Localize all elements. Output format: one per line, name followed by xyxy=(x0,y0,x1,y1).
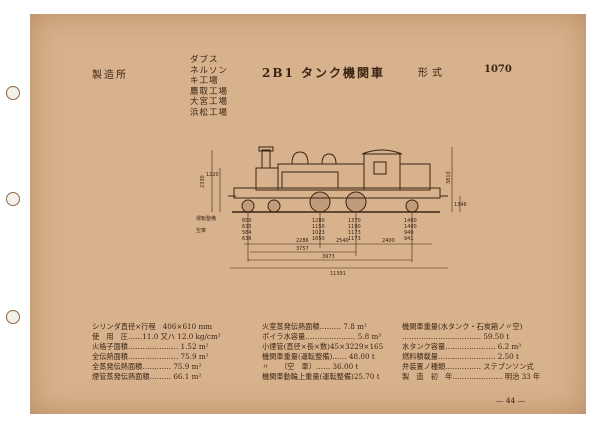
axle-value: 1173 xyxy=(348,230,361,236)
axle-load-label: 運転整備 xyxy=(196,215,216,222)
length-dimension: 11391 xyxy=(330,271,346,277)
axle-value: 1190 xyxy=(348,224,361,230)
spec-line: 〃 （空 車）…… 36.00 t xyxy=(262,362,359,371)
axle-value: 636 xyxy=(242,236,252,242)
axle-value: 1650 xyxy=(312,236,325,242)
spec-line: シリンダ直径×行程 406×610 mm xyxy=(92,322,213,331)
spec-line: 使 用 圧……11.0 又ハ 12.0 kg/cm² xyxy=(92,332,221,341)
catalog-page xyxy=(30,14,586,414)
axle-value: 1370 xyxy=(348,218,361,224)
manufacturer-name: 浜松工場 xyxy=(190,107,229,118)
spec-column-2: 火室蒸発伝熱面積……… 7.8 m² ボイラ水容量………………… 5.8 m³ … xyxy=(262,322,383,382)
length-dimension: 2400 xyxy=(382,238,395,244)
axle-value: 1400 xyxy=(404,218,417,224)
axle-value: 1173 xyxy=(348,236,361,242)
manufacturer-name: ネルソン xyxy=(190,65,229,76)
spec-line: 全伝熱面積………………… 75.9 m² xyxy=(92,352,209,361)
page-title: 2B1 タンク機関車 xyxy=(262,66,386,80)
length-dimension: 3757 xyxy=(296,246,309,252)
axle-value: 940 xyxy=(404,230,414,236)
binder-hole xyxy=(6,192,20,206)
spec-line: 製 造 初 年………………… 明治 33 年 xyxy=(402,372,541,381)
manufacturer-name: キ工場 xyxy=(190,76,219,86)
manufacturer-list: ダブス ネルソン キ工場 鷹取工場 大宮工場 浜松工場 xyxy=(190,55,228,118)
spec-line: 水タンク容量………………… 6.2 m³ xyxy=(402,342,522,351)
spec-line: 機関車重量(運転整備)…… 48.00 t xyxy=(262,352,375,361)
length-dimension: 2286 xyxy=(296,238,309,244)
spec-line: 火格子面積………………… 1.52 m² xyxy=(92,342,209,351)
spec-line: 弁装置ノ種類…………… ステブンソン式 xyxy=(402,362,534,371)
axle-value: 1150 xyxy=(312,224,325,230)
height-dimension: 2330 xyxy=(200,175,206,188)
spec-line: 機関車動輪上重量(運転整備)25.70 t xyxy=(262,372,380,381)
binder-hole xyxy=(6,310,20,324)
form-value: 1070 xyxy=(484,64,512,75)
form-label: 形式 xyxy=(418,68,446,79)
page-number: — 44 — xyxy=(496,396,526,405)
spec-line: 火室蒸発伝熱面積……… 7.8 m² xyxy=(262,322,367,331)
axle-value: 941 xyxy=(404,236,414,242)
spec-line: ボイラ水容量………………… 5.8 m³ xyxy=(262,332,382,341)
axle-value: 635 xyxy=(242,224,252,230)
spec-line: 小煙管(直径×長×数)45×3229×165 xyxy=(262,342,384,351)
axle-value: 1023 xyxy=(312,230,325,236)
spec-line: 煙管蒸発伝熱面積……… 66.1 m² xyxy=(92,372,202,381)
spec-line: 燃料積載量…………………… 2.50 t xyxy=(402,352,519,361)
spec-line: …………………………… 59.50 t xyxy=(402,332,510,341)
height-dimension: 1220 xyxy=(206,172,219,178)
height-dimension: 3810 xyxy=(446,171,452,184)
length-dimension: 3973 xyxy=(322,254,335,260)
axle-value: 1400 xyxy=(404,224,417,230)
spec-column-3: 機関車重量(水タンク・石炭箱ノ〃空) …………………………… 59.50 t 水… xyxy=(402,322,540,382)
axle-value: 650 xyxy=(242,218,252,224)
manufacturer-name: 大宮工場 xyxy=(190,97,229,107)
axle-load-label: 空車 xyxy=(196,227,206,234)
spec-line: 全蒸発伝熱面積………… 75.9 m² xyxy=(92,362,202,371)
spec-column-1: シリンダ直径×行程 406×610 mm 使 用 圧……11.0 又ハ 12.0… xyxy=(92,322,221,382)
manufacturer-name: 鷹取工場 xyxy=(190,86,229,97)
spec-line: 機関車重量(水タンク・石炭箱ノ〃空) xyxy=(402,322,523,331)
manufacturer-label: 製造所 xyxy=(92,70,128,81)
manufacturer-name: ダブス xyxy=(190,55,219,65)
axle-value: 584 xyxy=(242,230,252,236)
height-dimension: 1346 xyxy=(454,202,467,208)
binder-hole xyxy=(6,86,20,100)
length-dimension: 2540 xyxy=(336,238,349,244)
axle-value: 1280 xyxy=(312,218,325,224)
